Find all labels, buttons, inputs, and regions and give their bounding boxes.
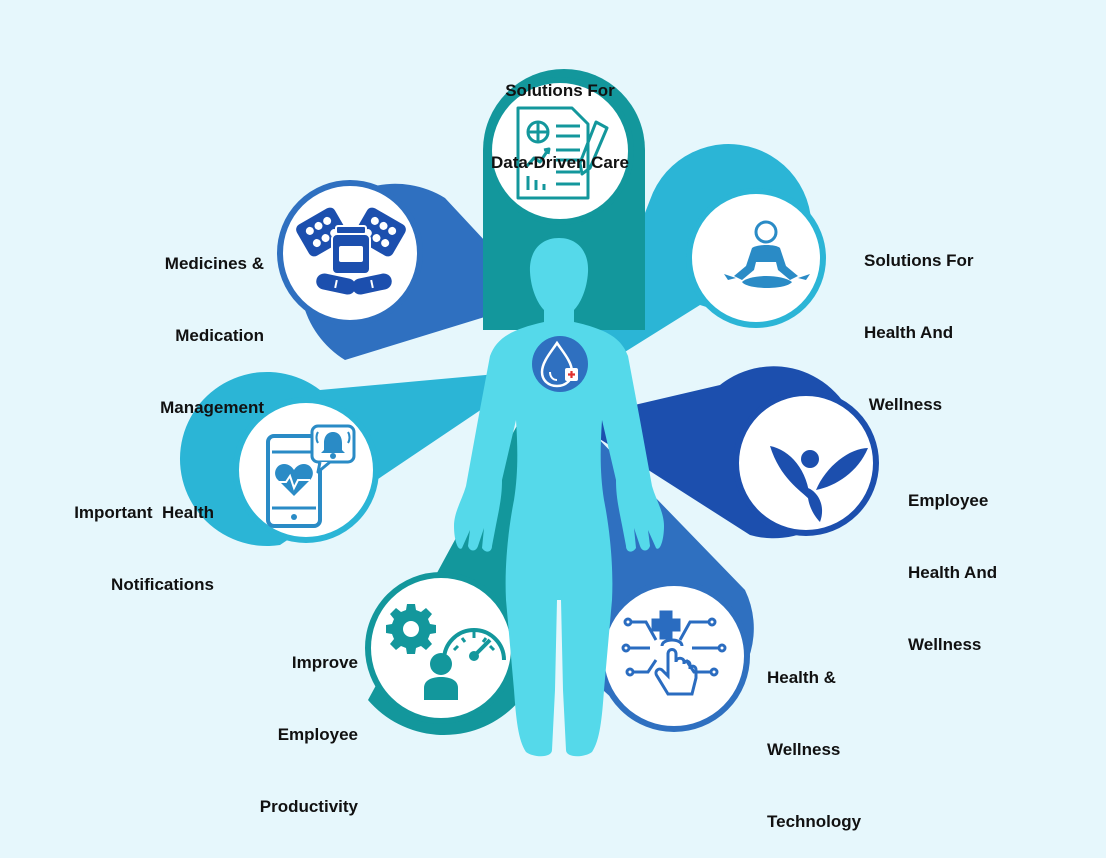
human-body-silhouette: [454, 238, 664, 757]
label-medication-management: Medicines & Medication Management: [120, 204, 264, 444]
label-health-wellness: Solutions For Health And Wellness: [864, 201, 1024, 441]
label-line: Wellness: [908, 635, 982, 654]
touch-tech-icon: [621, 610, 727, 696]
meditation-icon: [724, 220, 810, 288]
label-line: Solutions For: [864, 251, 974, 270]
leaf-person-icon: [770, 446, 868, 522]
label-line: Health &: [767, 668, 836, 687]
wellness-diagram: [179, 69, 879, 757]
label-line: Data-Driven Care: [491, 153, 629, 172]
productivity-gauge-icon: [386, 604, 506, 700]
label-line: Productivity: [259, 797, 358, 816]
label-line: Improve: [291, 653, 358, 672]
label-employee-health: Employee Health And Wellness: [908, 441, 1048, 681]
label-line: Management: [160, 398, 264, 417]
label-line: Solutions For: [505, 81, 615, 100]
label-wellness-technology: Health & Wellness Technology: [767, 618, 907, 858]
label-line: Health And: [864, 323, 954, 342]
label-line: Employee: [277, 725, 358, 744]
label-line: Wellness: [767, 740, 841, 759]
label-health-notifications: Important Health Notifications: [30, 453, 214, 621]
label-line: Medicines &: [164, 254, 264, 273]
pills-icon: [296, 207, 406, 295]
label-line: Notifications: [111, 575, 214, 594]
label-line: Wellness: [864, 395, 943, 414]
label-line: Technology: [767, 812, 862, 831]
label-line: Health And: [908, 563, 998, 582]
circle-wellness-technology: [598, 580, 750, 732]
label-data-driven-care: Solutions For Data-Driven Care: [460, 31, 660, 199]
blood-drop-icon: [532, 336, 588, 392]
report-document-icon: [516, 106, 609, 200]
label-employee-productivity: Improve Employee Productivity: [210, 603, 358, 843]
label-line: Medication: [175, 326, 264, 345]
label-line: Important Health: [74, 503, 214, 522]
phone-notification-icon: [266, 424, 356, 528]
label-line: Employee: [908, 491, 989, 510]
